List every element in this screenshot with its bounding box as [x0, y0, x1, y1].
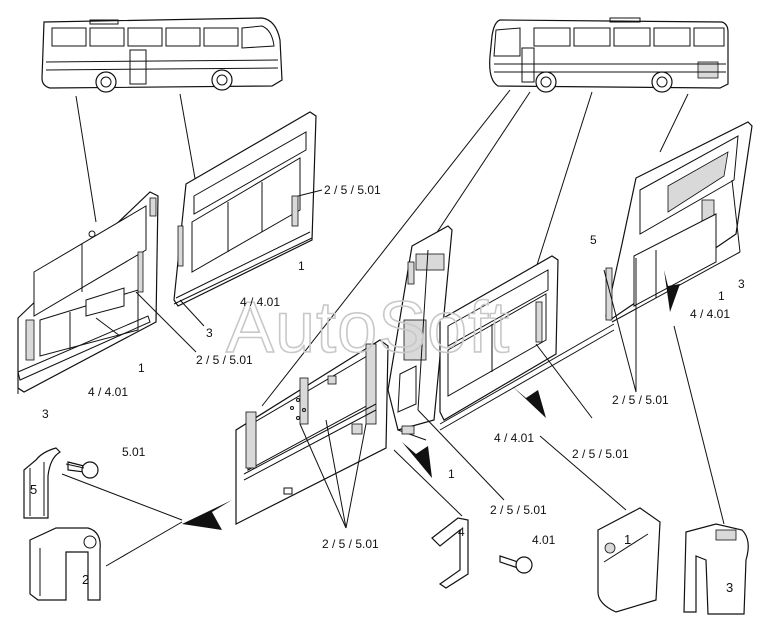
bus-leader-lines [75, 89, 689, 407]
callout-mid-frame: 1 [298, 259, 305, 273]
right-door-assembly [605, 121, 753, 323]
callout-right-part5: 5 [590, 233, 597, 247]
detail-profile-5: 5 [30, 482, 37, 497]
detail-profile-1: 1 [624, 532, 631, 547]
callout-mid-hinge: 2 / 5 / 5.01 [324, 183, 381, 197]
arrow-to-hinge-post [402, 442, 432, 478]
callout-leaders [61, 189, 725, 567]
callout-right-frame: 1 [718, 289, 725, 303]
left-door-assembly [17, 191, 159, 394]
profile-2-detail [29, 527, 101, 601]
bus-right-side-view [489, 17, 729, 93]
detail-profile-3: 3 [726, 580, 733, 595]
detail-profile-2: 2 [82, 572, 89, 587]
bus-left-side-view [41, 17, 283, 93]
callout-pair-hinge-a: 2 / 5 / 5.01 [490, 503, 547, 517]
screw-401-detail [499, 555, 533, 574]
direction-arrows [182, 270, 680, 530]
detail-screw-501: 5.01 [122, 445, 146, 459]
callout-right-seal: 3 [738, 277, 745, 291]
profile-5-detail [23, 447, 61, 519]
callout-left-seal: 3 [42, 407, 49, 421]
profile-1-detail [597, 507, 661, 613]
detail-screw-401: 4.01 [532, 533, 556, 547]
mid-upper-door-assembly [173, 111, 317, 307]
watermark: AutoSoft [226, 288, 510, 368]
arrow-to-center-panel [182, 500, 232, 530]
callout-center-hinge: 2 / 5 / 5.01 [322, 537, 379, 551]
center-door-panel [235, 339, 389, 525]
callout-pair-panel: 4 / 4.01 [494, 431, 534, 445]
callout-pair-frame: 1 [448, 467, 455, 481]
bracket-4-detail [431, 517, 469, 589]
profile-3-detail [683, 523, 749, 615]
callout-right-hinge: 2 / 5 / 5.01 [612, 393, 669, 407]
callout-labels: 2 / 5 / 5.01 1 4 / 4.01 3 2 / 5 / 5.01 1… [30, 183, 745, 595]
callout-mid-seal: 3 [206, 326, 213, 340]
callout-right-panel: 4 / 4.01 [690, 307, 730, 321]
right-mid-door-assembly [439, 255, 615, 431]
arrow-to-right-door [664, 270, 680, 312]
callout-pair-hinge-b: 2 / 5 / 5.01 [572, 447, 629, 461]
callout-left-hinge: 2 / 5 / 5.01 [196, 353, 253, 367]
arrow-to-right-mid-door [512, 386, 546, 418]
callout-mid-panel: 4 / 4.01 [240, 295, 280, 309]
detail-bracket-4: 4 [458, 525, 465, 539]
hinge-post-assembly [387, 225, 453, 441]
screw-501-detail [65, 461, 99, 479]
callout-left-panel: 4 / 4.01 [88, 385, 128, 399]
callout-left-frame: 1 [138, 361, 145, 375]
